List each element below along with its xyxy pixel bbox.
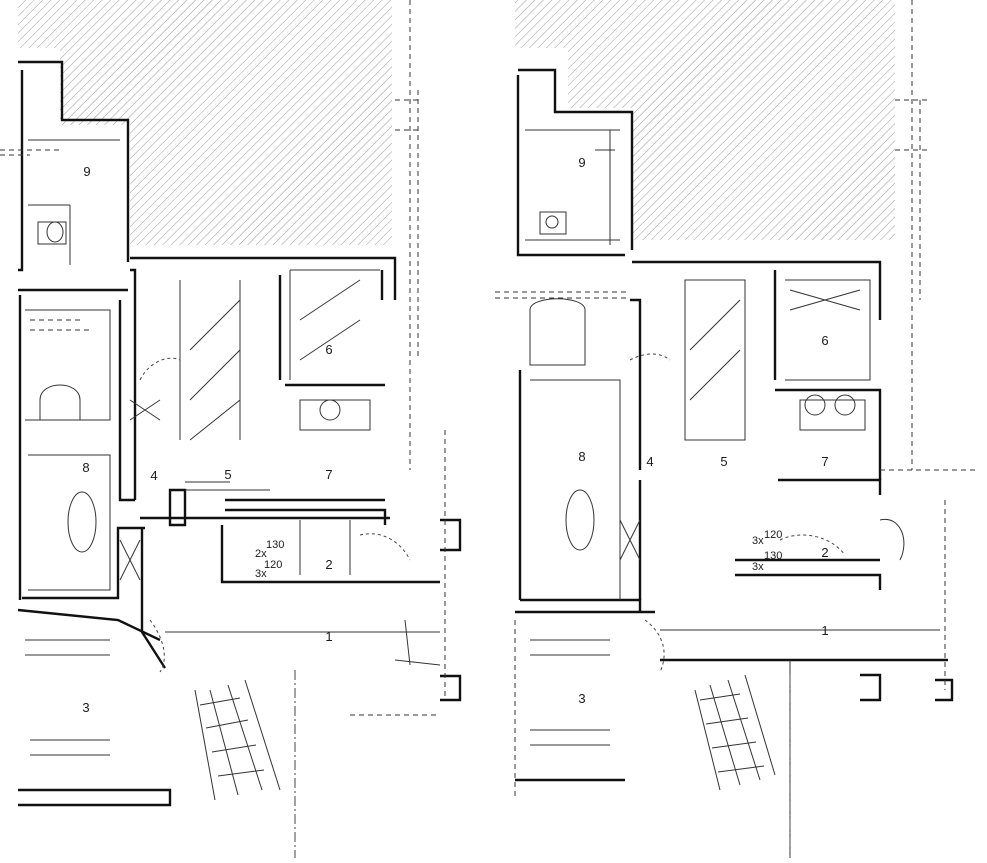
right-room-8-label: 8 xyxy=(578,449,585,464)
right-hatched-area xyxy=(515,0,895,240)
left-room-3-label: 3 xyxy=(82,700,89,715)
bathtub-icon xyxy=(565,489,595,551)
toilet-icon xyxy=(539,211,567,235)
right-dim-3x-bottom: 3x xyxy=(752,561,764,573)
right-room-3-label: 3 xyxy=(578,691,585,706)
right-dashed-lines xyxy=(495,0,975,858)
right-room-7-label: 7 xyxy=(821,454,828,469)
right-outer-walls xyxy=(515,68,954,782)
bathtub-icon xyxy=(67,491,97,553)
right-stairs xyxy=(619,289,861,791)
right-room-2-label: 2 xyxy=(821,545,828,560)
left-dim-120: 120 xyxy=(264,559,282,571)
right-room-9-label: 9 xyxy=(578,155,585,170)
right-floor-plan xyxy=(495,0,975,858)
left-room-7-label: 7 xyxy=(325,467,332,482)
left-room-4-label: 4 xyxy=(150,468,157,483)
right-room-6-label: 6 xyxy=(821,333,828,348)
left-room-9-label: 9 xyxy=(83,164,90,179)
left-room-2-label: 2 xyxy=(325,557,332,572)
left-dashed-lines xyxy=(0,0,446,858)
right-dim-130: 130 xyxy=(764,550,782,562)
right-dim-3x-top: 3x xyxy=(752,535,764,547)
right-room-5-label: 5 xyxy=(720,454,727,469)
left-interior-lines xyxy=(25,139,441,756)
left-floor-plan xyxy=(0,0,462,858)
right-room-4-label: 4 xyxy=(646,454,653,469)
right-dim-120: 120 xyxy=(764,529,782,541)
left-dim-3x: 3x xyxy=(255,568,267,580)
left-dim-130: 130 xyxy=(266,539,284,551)
right-fixtures xyxy=(539,211,905,561)
toilet-icon xyxy=(46,221,64,243)
left-outer-walls xyxy=(17,60,462,807)
left-room-6-label: 6 xyxy=(325,342,332,357)
right-room-1-label: 1 xyxy=(821,623,828,638)
left-hatched-area xyxy=(18,0,392,245)
left-room-5-label: 5 xyxy=(224,467,231,482)
left-stairs xyxy=(119,279,361,801)
left-dim-2x: 2x xyxy=(255,548,267,560)
left-room-1-label: 1 xyxy=(325,629,332,644)
left-room-8-label: 8 xyxy=(82,460,89,475)
left-fixtures xyxy=(37,221,341,553)
